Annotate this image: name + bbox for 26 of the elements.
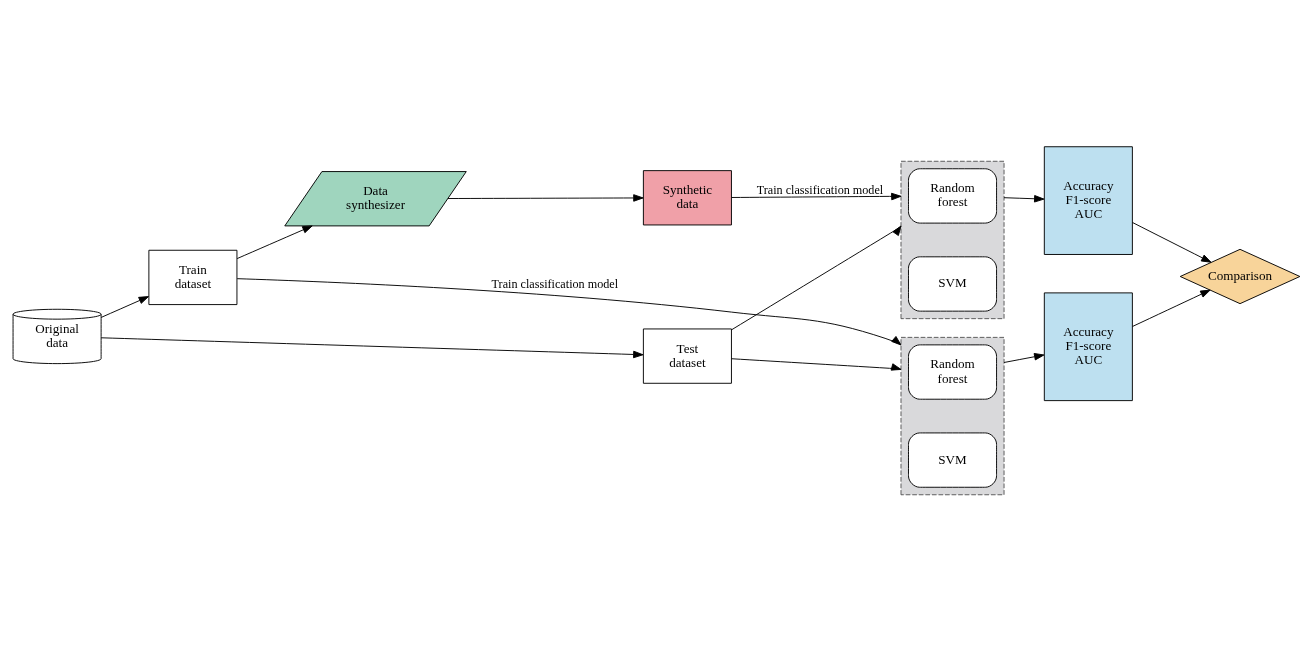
- arrow: [1132, 222, 1212, 263]
- arrow: [236, 278, 902, 346]
- arrow: [731, 358, 902, 371]
- edge-label: Train classification model: [756, 182, 884, 197]
- arrow: [447, 194, 644, 202]
- node-box: Random forest: [908, 344, 997, 400]
- arrow: [731, 192, 902, 201]
- arrow: [236, 225, 313, 260]
- arrow: [100, 337, 644, 359]
- arrow: [1003, 195, 1045, 203]
- cluster: [900, 160, 1005, 320]
- node-box: Synthetic data: [642, 170, 732, 226]
- node-box: SVM: [908, 432, 997, 488]
- arrow: [731, 225, 902, 331]
- node-box: Train dataset: [148, 249, 238, 306]
- node-box: Accuracy F1-score AUC: [1043, 292, 1133, 402]
- edge-label: Train classification model: [491, 277, 619, 292]
- arrow: [1003, 353, 1045, 363]
- node-box: Accuracy F1-score AUC: [1043, 146, 1133, 255]
- node-box: Test dataset: [642, 328, 732, 384]
- node-box: Random forest: [908, 168, 997, 224]
- node-diamond: Comparison: [1179, 248, 1301, 305]
- cluster: [900, 336, 1005, 496]
- arrow: [1132, 289, 1211, 327]
- arrow: [100, 296, 149, 318]
- node-box: SVM: [908, 256, 997, 312]
